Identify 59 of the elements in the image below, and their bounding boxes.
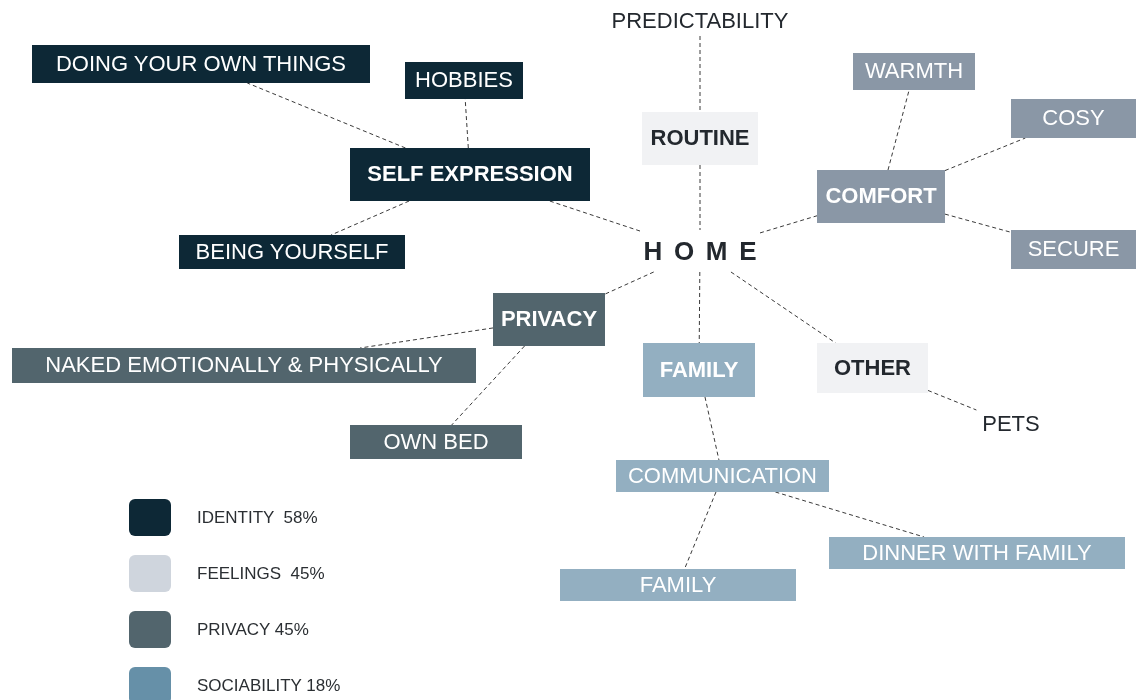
topic-box (829, 537, 1125, 569)
topic-label: FAMILY (659, 357, 739, 383)
topic-label: WARMTH (864, 59, 964, 84)
dashed-connector (604, 271, 655, 295)
topic-box (643, 343, 755, 397)
topic-label: PETS (982, 411, 1040, 437)
dashed-connector (330, 200, 410, 236)
topic-box (32, 45, 370, 83)
topic-label: PRIVACY (500, 307, 598, 332)
legend-label: FEELINGS 45% (197, 563, 325, 584)
dashed-connector (887, 89, 910, 171)
topic-box (817, 343, 928, 393)
topic-label: COSY (1042, 106, 1105, 131)
topic-box (350, 148, 590, 201)
dashed-connector (944, 213, 1012, 233)
topic-label: ROUTINE (650, 126, 750, 151)
topic-box (853, 53, 975, 90)
dashed-connector (730, 271, 837, 344)
legend-label: SOCIABILITY 18% (197, 675, 341, 696)
dashed-connector (927, 389, 977, 411)
topic-label: COMFORT (825, 184, 937, 209)
dashed-connector (944, 137, 1026, 172)
topic-box (179, 235, 405, 269)
dashed-connector (774, 491, 925, 538)
dashed-connector (699, 35, 701, 113)
dashed-connector (759, 215, 818, 234)
topic-label: SELF EXPRESSION (367, 162, 573, 187)
dashed-connector (246, 82, 406, 149)
topic-box (1011, 99, 1136, 138)
topic-box (405, 62, 523, 99)
legend-label: IDENTITY 58% (197, 507, 318, 528)
topic-label: BEING YOURSELF (195, 239, 389, 265)
topic-box (493, 293, 605, 346)
legend-label: PRIVACY 45% (197, 619, 309, 640)
topic-box (12, 348, 476, 383)
topic-label: PREDICTABILITY (611, 8, 789, 34)
topic-label: NAKED EMOTIONALLY & PHYSICALLY (45, 353, 443, 378)
dashed-connector (699, 164, 701, 231)
dashed-connector (684, 491, 717, 570)
dashed-connector (359, 327, 494, 349)
dashed-connector (704, 396, 720, 461)
topic-label: HOBBIES (415, 68, 513, 93)
topic-box (642, 112, 758, 165)
topic-box (817, 170, 945, 223)
topic-box (350, 425, 522, 459)
topic-label: FAMILY (639, 572, 717, 598)
topic-label: OTHER (834, 355, 911, 381)
topic-box (560, 569, 796, 601)
dashed-connector (451, 345, 526, 426)
topic-label: OWN BED (383, 429, 489, 455)
topic-label: DINNER WITH FAMILY (862, 540, 1092, 566)
topic-box (1011, 230, 1136, 269)
topic-label: COMMUNICATION (628, 463, 817, 489)
dashed-connector (698, 271, 701, 344)
topic-label: SECURE (1027, 237, 1120, 262)
dashed-connector (549, 200, 641, 232)
topic-box (616, 460, 829, 492)
topic-label: DOING YOUR OWN THINGS (55, 51, 347, 77)
topic-label: HOME (643, 236, 769, 266)
